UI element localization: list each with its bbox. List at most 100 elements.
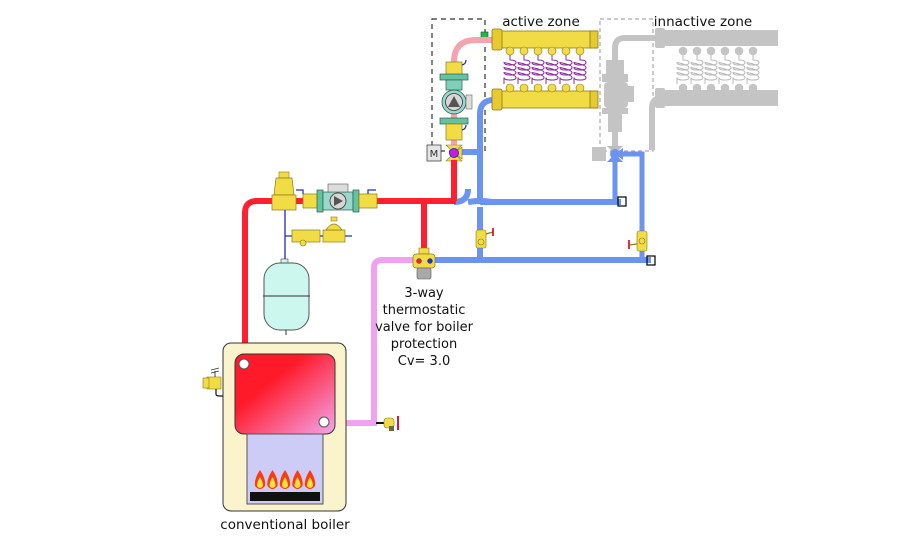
expansion-tank xyxy=(263,258,310,335)
loop-tubing xyxy=(545,55,559,84)
loop-valve xyxy=(505,83,515,93)
boiler-label: conventional boiler xyxy=(220,517,350,533)
loop-valve xyxy=(561,46,571,56)
active-floor-loops xyxy=(503,46,587,93)
purge-valve-left xyxy=(475,228,494,249)
flame xyxy=(292,470,303,489)
loop-valve xyxy=(706,83,716,93)
thermostatic-mixing-valve xyxy=(412,247,436,280)
return-crossover xyxy=(453,188,493,205)
air-separator xyxy=(271,171,297,211)
caption-line: protection xyxy=(391,337,457,352)
zone-return-pipe xyxy=(477,97,500,202)
loop-valve xyxy=(575,46,585,56)
active-supply-manifold xyxy=(491,28,599,51)
loop-valve xyxy=(734,83,744,93)
inactive-floor-loops xyxy=(676,46,760,93)
floor-loop-circuit xyxy=(690,46,704,93)
inactive-zone-mixing-valve xyxy=(607,146,623,162)
loop-valve xyxy=(692,83,702,93)
inactive-return-manifold xyxy=(655,88,778,108)
floor-loop-circuit xyxy=(503,46,517,93)
loop-valve xyxy=(678,46,688,56)
inactive-zone-boundary xyxy=(599,18,654,152)
loop-valve xyxy=(505,46,515,56)
loop-valve xyxy=(720,83,730,93)
floor-loop-circuit xyxy=(573,46,587,93)
loop-valve xyxy=(519,46,529,56)
inactive-supply-pipe xyxy=(612,35,668,150)
inactive-zone-valve-actuator xyxy=(592,147,606,161)
motorized-mixing-valve: M xyxy=(426,144,463,162)
loop-valve xyxy=(547,46,557,56)
flame xyxy=(279,470,291,489)
loop-valve xyxy=(748,46,758,56)
inactive-pump-station xyxy=(602,60,634,132)
loop-valve xyxy=(748,83,758,93)
inactive-zone-return-pipe xyxy=(623,151,645,260)
active-zone-label: active zone xyxy=(502,14,580,30)
motor-icon: M xyxy=(430,149,439,160)
inactive-zone xyxy=(592,18,778,161)
loop-tubing xyxy=(559,55,573,84)
inactive-zone-label: innactive zone xyxy=(654,14,752,30)
loop-valve xyxy=(519,83,529,93)
purge-valve-right xyxy=(628,230,648,252)
floor-loop-circuit xyxy=(732,46,746,93)
caption-line: valve for boiler xyxy=(375,320,474,335)
loop-valve xyxy=(678,83,688,93)
loop-tubing xyxy=(732,55,746,84)
flame xyxy=(267,470,278,489)
caption-line: thermostatic xyxy=(383,303,466,318)
loop-tubing xyxy=(746,55,760,84)
active-return-manifold xyxy=(491,88,599,111)
loop-valve xyxy=(706,46,716,56)
inactive-supply-manifold xyxy=(655,28,778,48)
boiler-return-pipe xyxy=(330,257,418,426)
loop-tubing xyxy=(690,55,704,84)
floor-loop-circuit xyxy=(718,46,732,93)
burner xyxy=(250,492,320,501)
boiler-drain-valve xyxy=(376,416,399,431)
supply-outlet xyxy=(238,358,250,370)
pipe-cap xyxy=(646,255,656,266)
loop-valve xyxy=(720,46,730,56)
loop-tubing xyxy=(718,55,732,84)
boiler-relief-valve xyxy=(202,367,223,397)
loop-valve xyxy=(561,83,571,93)
loop-tubing xyxy=(573,55,587,84)
loop-tubing xyxy=(517,55,531,84)
loop-valve xyxy=(575,83,585,93)
loop-tubing xyxy=(503,55,517,84)
caption-line: 3-way xyxy=(404,286,444,301)
conventional-boiler xyxy=(222,342,347,512)
mixing-pump-station xyxy=(439,59,473,141)
floor-loop-circuit xyxy=(559,46,573,93)
flame xyxy=(254,470,266,489)
thermostatic-valve-caption: 3-way thermostatic valve for boiler prot… xyxy=(375,286,474,369)
boiler-supply-pipe xyxy=(242,198,456,355)
flame xyxy=(304,470,316,489)
loop-valve xyxy=(692,46,702,56)
loop-valve xyxy=(533,46,543,56)
floor-loop-circuit xyxy=(704,46,718,93)
loop-tubing xyxy=(676,55,690,84)
boiler-loop-circulator xyxy=(296,183,378,213)
floor-loop-circuit xyxy=(517,46,531,93)
thermostatic-element xyxy=(416,267,432,280)
loop-valve xyxy=(533,83,543,93)
floor-loop-circuit xyxy=(676,46,690,93)
return-inlet xyxy=(318,416,330,428)
caption-line: Cv= 3.0 xyxy=(398,354,450,369)
loop-tubing xyxy=(531,55,545,84)
pipe-cap xyxy=(617,196,627,207)
loop-tubing xyxy=(704,55,718,84)
burner-flames xyxy=(254,470,316,489)
loop-valve xyxy=(734,46,744,56)
backflow-preventer xyxy=(291,229,321,247)
floor-loop-circuit xyxy=(545,46,559,93)
floor-loop-circuit xyxy=(531,46,545,93)
pressure-reducing-valve xyxy=(322,216,346,243)
valve-actuator-motor xyxy=(426,144,442,162)
